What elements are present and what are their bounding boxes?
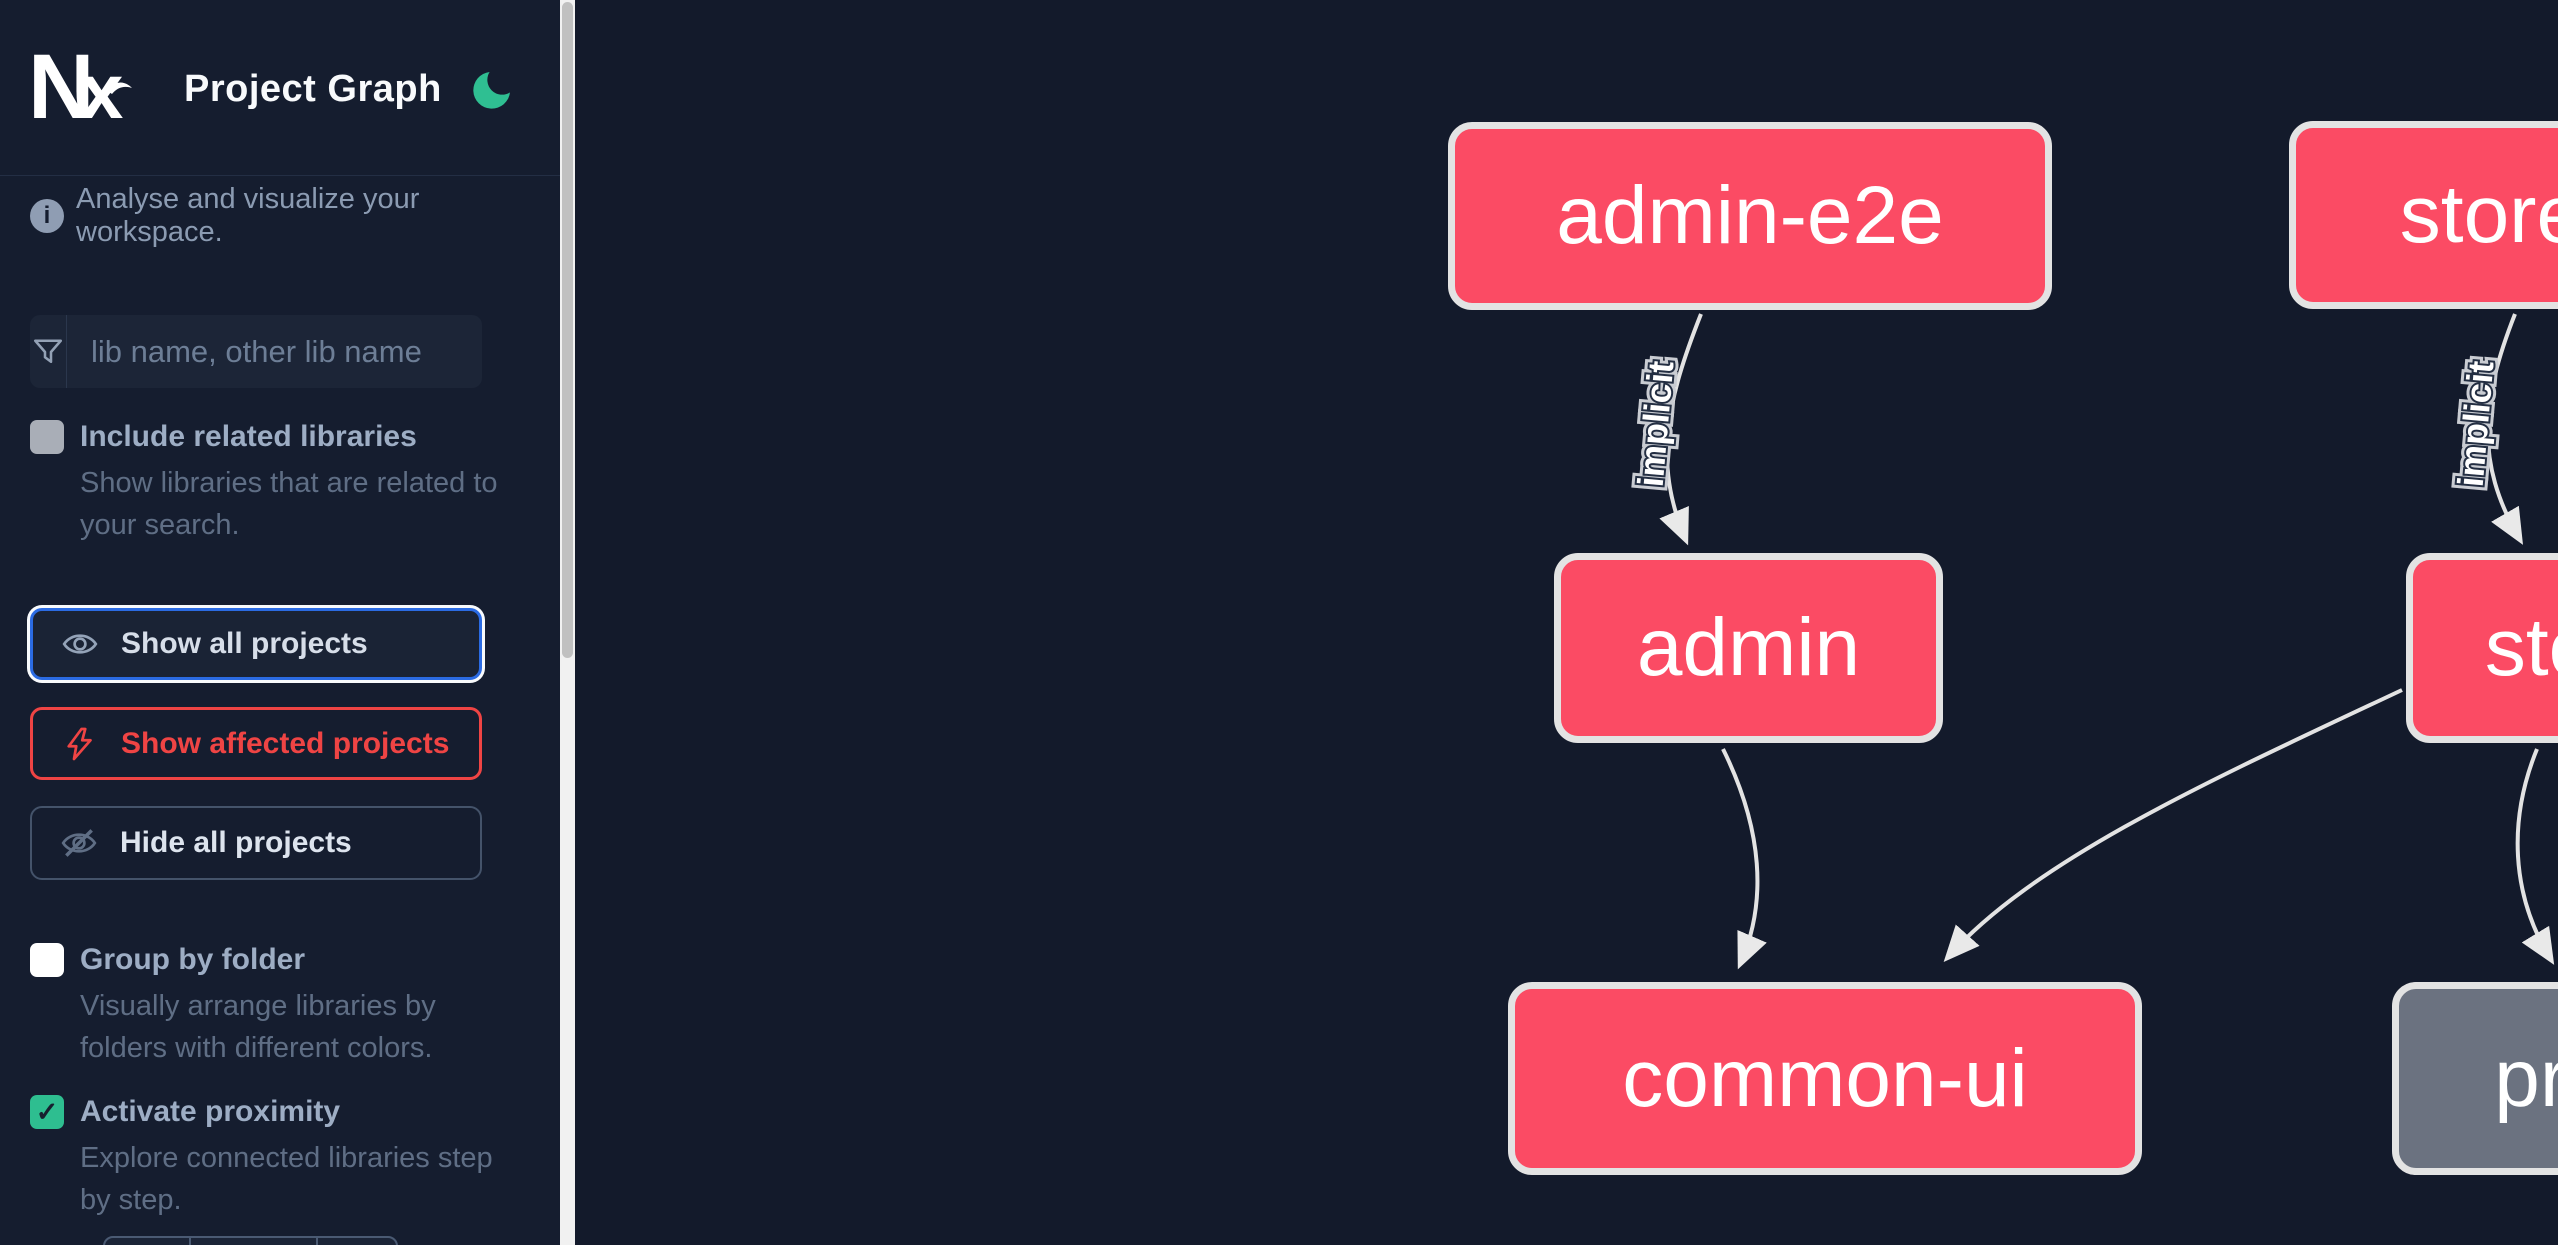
hide-all-projects-label: Hide all projects xyxy=(120,826,352,859)
svg-text:implicit: implicit xyxy=(2450,359,2502,488)
node-store[interactable]: store xyxy=(2406,553,2558,743)
node-store-e2e[interactable]: store-e2e xyxy=(2289,121,2558,309)
eye-off-icon xyxy=(60,824,98,862)
show-affected-projects-button[interactable]: Show affected projects xyxy=(30,707,482,780)
graph-edges-layer: implicit implicit implicit implicit xyxy=(1625,313,2555,970)
group-by-folder-description: Visually arrange libraries by folders wi… xyxy=(80,990,436,1064)
info-icon: i xyxy=(30,199,64,233)
node-admin[interactable]: admin xyxy=(1554,553,1943,743)
node-products-label: products xyxy=(2494,1032,2558,1124)
node-common-ui-label: common-ui xyxy=(1622,1032,2028,1124)
activate-proximity-description: Explore connected libraries step by step… xyxy=(80,1142,493,1216)
funnel-filter-icon xyxy=(30,315,67,388)
node-admin-e2e[interactable]: admin-e2e xyxy=(1448,122,2052,310)
edge-admin-e2e-to-admin xyxy=(1659,313,1703,546)
proximity-depth-segmented-control[interactable] xyxy=(103,1236,398,1245)
node-admin-label: admin xyxy=(1636,602,1861,693)
filter-box xyxy=(30,315,482,388)
nx-logo-icon: N x xyxy=(28,38,132,138)
dark-mode-moon-icon[interactable] xyxy=(468,66,516,114)
sidebar-scrollbar-track xyxy=(560,0,575,1245)
svg-text:x: x xyxy=(80,47,123,135)
include-related-description: Show libraries that are related to your … xyxy=(80,467,498,541)
hide-all-projects-button[interactable]: Hide all projects xyxy=(30,806,482,880)
edge-admin-to-common-ui xyxy=(1721,748,1767,970)
include-related-toggle: Include related libraries Show libraries… xyxy=(30,420,500,546)
show-affected-projects-label: Show affected projects xyxy=(121,726,450,760)
node-store-label: store xyxy=(2484,602,2558,693)
group-by-folder-toggle: Group by folder Visually arrange librari… xyxy=(30,943,500,1069)
svg-text:implicit: implicit xyxy=(2450,359,2502,488)
sidebar-scrollbar-thumb[interactable] xyxy=(562,2,573,658)
edge-store-to-products xyxy=(2515,748,2555,965)
lightning-bolt-icon xyxy=(61,725,99,763)
filter-input[interactable] xyxy=(67,315,482,388)
project-graph-canvas[interactable]: implicit implicit implicit implicit admi… xyxy=(575,0,2558,1245)
activate-proximity-label: Activate proximity xyxy=(80,1095,341,1128)
tagline-text: Analyse and visualize your workspace. xyxy=(76,183,420,248)
node-common-ui[interactable]: common-ui xyxy=(1508,982,2142,1175)
node-products[interactable]: products xyxy=(2392,982,2558,1175)
group-by-folder-checkbox[interactable] xyxy=(30,943,64,977)
svg-text:implicit: implicit xyxy=(1630,359,1682,488)
segment-1[interactable] xyxy=(105,1238,189,1245)
workspace-tagline-row: i Analyse and visualize your workspace. xyxy=(30,183,530,248)
segment-3[interactable] xyxy=(315,1238,396,1245)
sidebar: N x Project Graph i Analyse and visualiz… xyxy=(0,0,560,1245)
node-store-e2e-label: store-e2e xyxy=(2399,169,2558,260)
edge-store-e2e-to-store xyxy=(2485,313,2524,545)
include-related-checkbox[interactable] xyxy=(30,420,64,454)
eye-icon xyxy=(61,625,99,663)
edge-store-to-common-ui xyxy=(1943,688,2403,962)
edge-label-implicit-admin: implicit implicit xyxy=(1625,354,1687,493)
svg-text:N: N xyxy=(28,38,89,138)
checkmark-icon: ✓ xyxy=(35,1096,59,1127)
node-admin-e2e-label: admin-e2e xyxy=(1556,170,1944,261)
activate-proximity-toggle: ✓ Activate proximity Explore connected l… xyxy=(30,1095,500,1221)
show-all-projects-label: Show all projects xyxy=(121,627,368,660)
segment-2[interactable] xyxy=(189,1238,315,1245)
sidebar-header: N x Project Graph xyxy=(0,0,560,176)
page-title: Project Graph xyxy=(184,68,442,110)
edge-label-implicit-store: implicit implicit xyxy=(2445,354,2507,493)
group-by-folder-label: Group by folder xyxy=(80,943,305,976)
activate-proximity-checkbox[interactable]: ✓ xyxy=(30,1095,64,1129)
show-all-projects-button[interactable]: Show all projects xyxy=(30,608,482,680)
include-related-label: Include related libraries xyxy=(80,420,417,453)
